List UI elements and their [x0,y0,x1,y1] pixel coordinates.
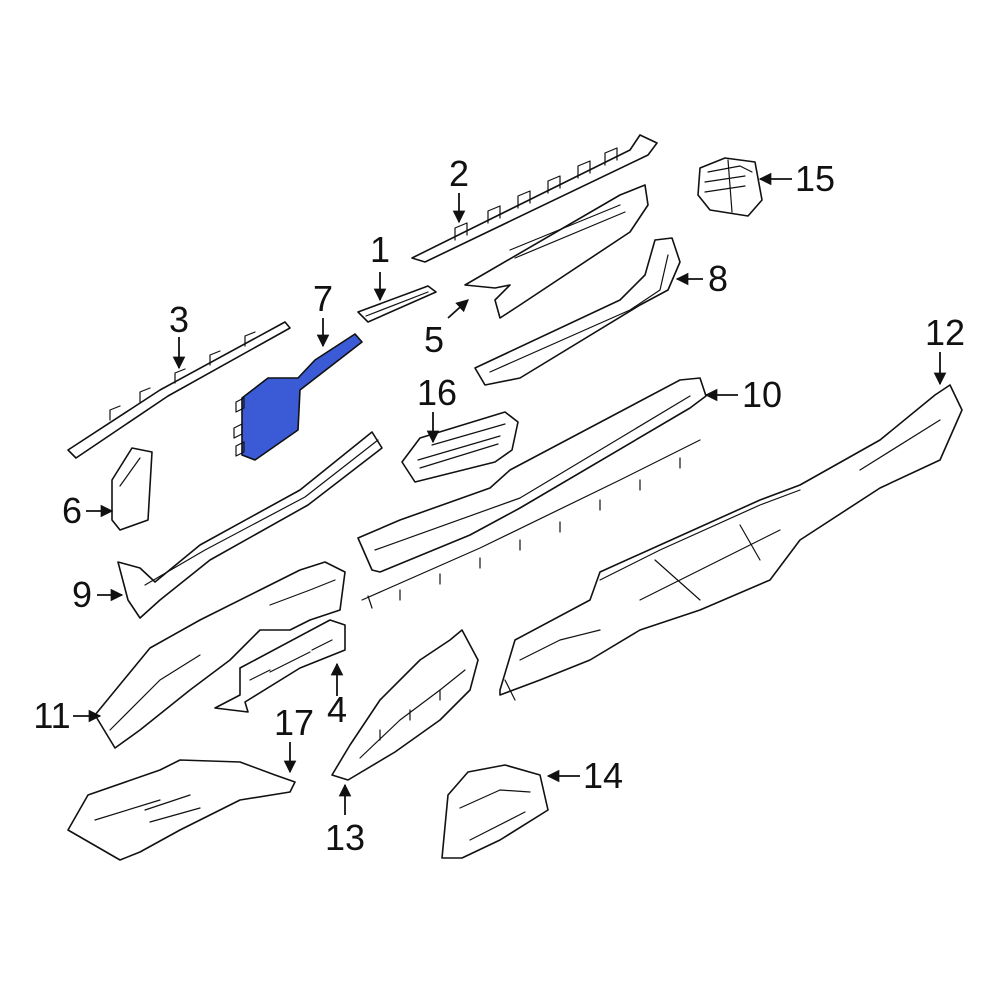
callout-9: 9 [72,574,92,615]
part-10-long-trim[interactable] [357,377,707,609]
part-11-lower-panel[interactable] [94,561,346,749]
part-6-cover[interactable] [111,447,153,531]
part-15-module[interactable] [697,157,763,217]
part-1-small-trim[interactable] [357,285,437,323]
callout-6: 6 [62,490,82,531]
part-12-carrier[interactable] [499,384,963,701]
part-7-end-panel[interactable] [233,333,363,461]
callout-17: 17 [274,702,314,743]
callout-2: 2 [449,153,469,194]
callout-7: 7 [313,278,333,319]
callout-15: 15 [795,158,835,199]
callout-14: 14 [583,755,623,796]
part-14-glove-box[interactable] [441,764,549,859]
callout-11: 11 [33,695,70,736]
part-3-left-trim[interactable] [67,321,291,459]
callout-8: 8 [708,258,728,299]
callout-16: 16 [417,372,457,413]
part-13-console-side[interactable] [331,629,479,781]
callout-13: 13 [325,817,365,858]
part-8-right-trim[interactable] [474,237,681,386]
part-5-center-panel[interactable] [464,184,649,319]
callout-10: 10 [742,374,782,415]
callout-5: 5 [424,319,444,360]
part-2-upper-trim[interactable] [411,134,658,263]
callout-12: 12 [925,312,965,353]
part-17-lower-left-panel[interactable] [67,759,296,861]
callout-1: 1 [370,229,390,270]
part-9-left-trim[interactable] [117,431,383,619]
callout-labels: 1 2 3 4 5 6 7 8 9 10 11 12 13 14 15 16 1… [33,153,965,858]
callout-4: 4 [327,689,347,730]
callout-3: 3 [169,299,189,340]
part-4-bracket[interactable] [214,619,346,713]
part-16-vent[interactable] [401,411,519,483]
leader-lines [73,172,947,815]
